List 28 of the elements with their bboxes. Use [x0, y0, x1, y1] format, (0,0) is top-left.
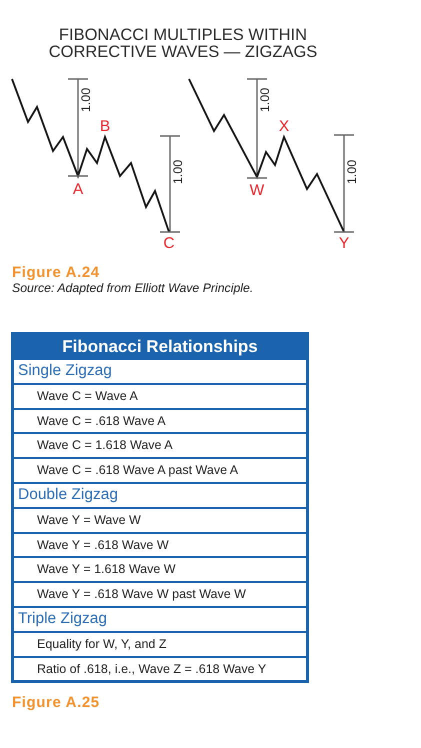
- table-header: Fibonacci Relationships: [14, 335, 306, 358]
- table-row: Wave Y = .618 Wave W past Wave W: [14, 581, 306, 606]
- dimension-label: 1.00: [346, 160, 358, 184]
- table-row: Ratio of .618, i.e., Wave Z = .618 Wave Y: [14, 656, 306, 680]
- source-note: Source: Adapted from Elliott Wave Principle.: [12, 281, 254, 295]
- table-row: Wave C = 1.618 Wave A: [14, 432, 306, 458]
- table-row: Wave Y = Wave W: [14, 506, 306, 532]
- table-row: Wave C = .618 Wave A: [14, 408, 306, 432]
- table-row: Equality for W, Y, and Z: [14, 630, 306, 656]
- figure-caption: Figure A.25: [12, 694, 100, 711]
- diagram-title: FIBONACCI MULTIPLES WITHIN CORRECTIVE WAVES — ZIGZAGS: [48, 27, 318, 60]
- section-heading-row: Single Zigzag: [14, 358, 306, 383]
- dimension-label: 1.00: [172, 160, 184, 184]
- figure-caption: Figure A.24: [12, 264, 100, 281]
- wave-point-label: C: [163, 236, 175, 252]
- wave-point-label: A: [72, 182, 84, 198]
- wave-point-label: X: [278, 119, 290, 135]
- table-row: Wave C = Wave A: [14, 382, 306, 408]
- section-heading-row: Double Zigzag: [14, 482, 306, 507]
- wave-point-label: Y: [338, 236, 350, 252]
- table-row: Wave Y = .618 Wave W: [14, 532, 306, 556]
- table-row: Wave Y = 1.618 Wave W: [14, 556, 306, 582]
- wave-point-label: B: [100, 119, 110, 135]
- dimension-label: 1.00: [80, 88, 92, 112]
- table-row: Wave C = .618 Wave A past Wave A: [14, 457, 306, 482]
- wave-point-label: W: [250, 183, 264, 199]
- section-heading-row: Triple Zigzag: [14, 606, 306, 631]
- dimension-label: 1.00: [258, 88, 272, 112]
